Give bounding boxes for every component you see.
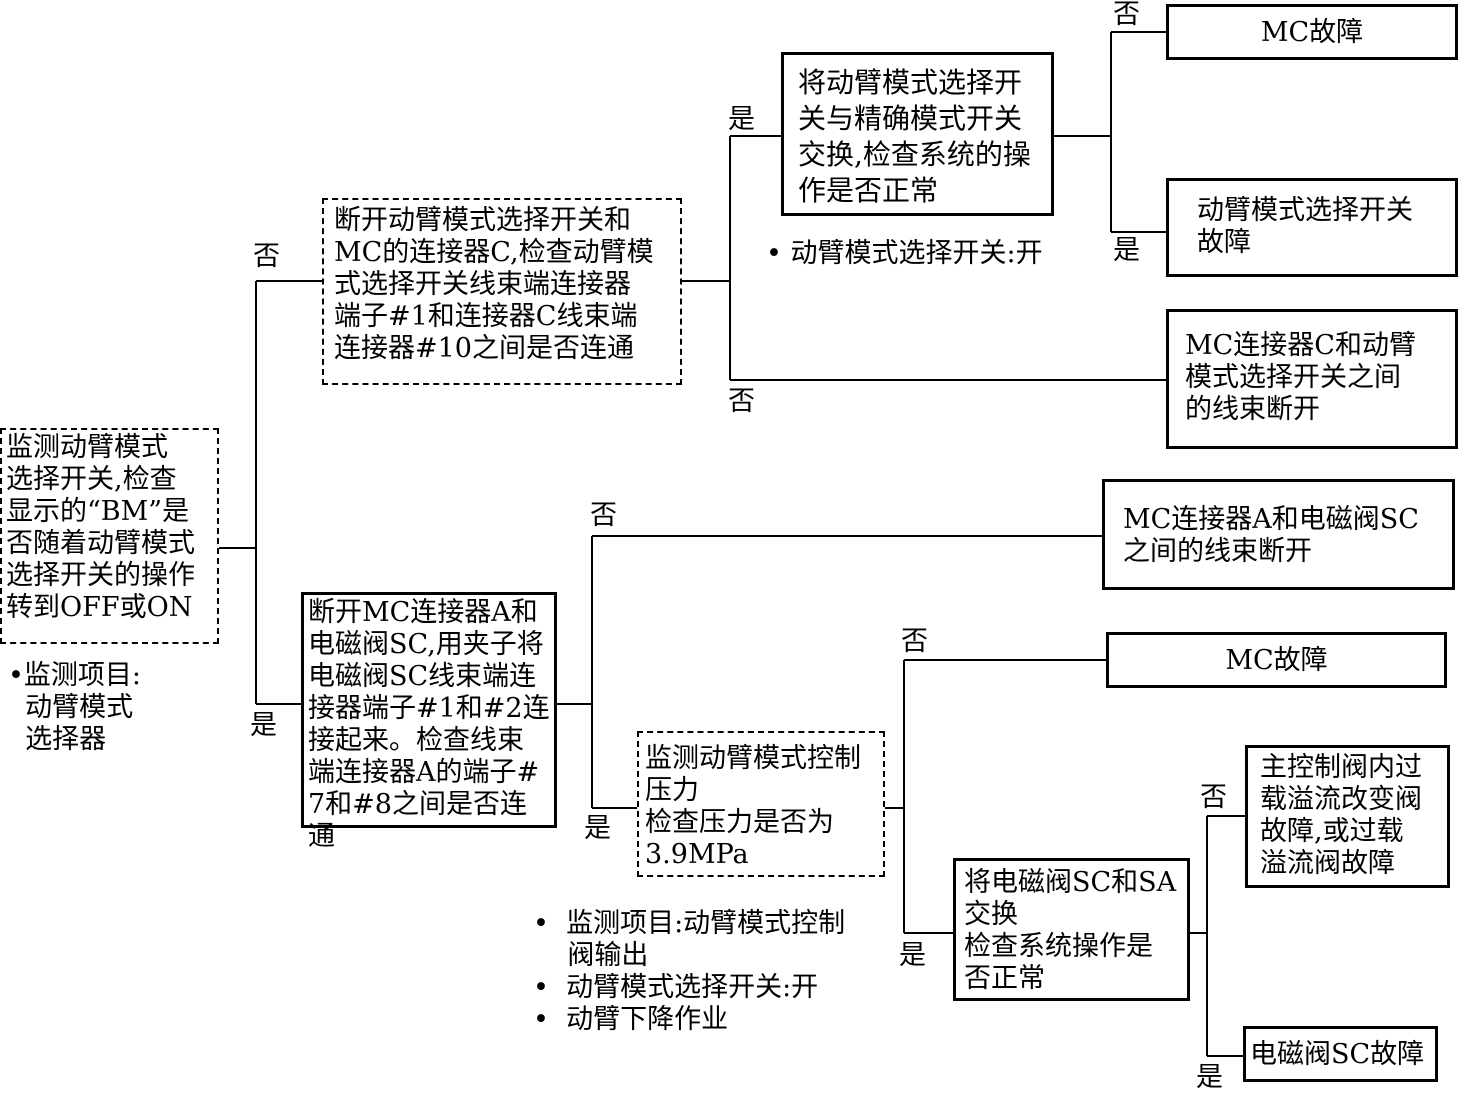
branch-label-yes: 是 [728, 104, 755, 135]
mc-fault-box-2: MC故障 [1106, 632, 1447, 688]
branch-label-no: 否 [253, 241, 280, 272]
branch-label-no: 否 [901, 626, 928, 657]
switch-on-note: • 动臂模式选择开关:开 [766, 238, 1043, 269]
branch-label-yes: 是 [584, 813, 611, 844]
overload-valve-fault-box: 主控制阀内过 载溢流改变阀 故障,或过载 溢流阀故障 [1245, 745, 1450, 888]
branch-label-no: 否 [1200, 782, 1227, 813]
branch-label-yes: 是 [1196, 1062, 1223, 1093]
branch-label-yes: 是 [899, 940, 926, 971]
branch-label-no: 否 [1113, 0, 1140, 30]
branch-label-yes: 是 [250, 710, 277, 741]
mc-fault-box-1: MC故障 [1166, 4, 1458, 60]
harness-c-break-box: MC连接器C和动臂 模式选择开关之间 的线束断开 [1166, 309, 1458, 449]
monitor-pressure-box: 监测动臂模式控制 压力 检查压力是否为 3.9MPa [637, 731, 885, 877]
solenoid-valve-sc-fault-box: 电磁阀SC故障 [1243, 1026, 1438, 1082]
root-check-box: 监测动臂模式 选择开关,检查 显示的“BM”是 否随着动臂模式 选择开关的操作 … [0, 428, 219, 644]
swap-valve-box: 将电磁阀SC和SA 交换 检查系统操作是 否正常 [953, 858, 1190, 1001]
branch-label-no: 否 [590, 500, 617, 531]
branch-label-yes: 是 [1113, 235, 1140, 266]
branch-label-no: 否 [728, 386, 755, 417]
pressure-monitor-note: • 监测项目:动臂模式控制 阀输出 • 动臂模式选择开关:开 • 动臂下降作业 [533, 908, 846, 1035]
swap-switch-box: 将动臂模式选择开 关与精确模式开关 交换,检查系统的操 作是否正常 [781, 52, 1054, 216]
disconnect-connector-c-box: 断开动臂模式选择开关和 MC的连接器C,检查动臂模 式选择开关线束端连接器 端子… [322, 198, 682, 385]
harness-a-break-box: MC连接器A和电磁阀SC 之间的线束断开 [1102, 479, 1455, 590]
root-monitor-note: •监测项目: 动臂模式 选择器 [8, 660, 142, 755]
switch-fault-box: 动臂模式选择开关 故障 [1166, 178, 1458, 277]
disconnect-connector-a-box: 断开MC连接器A和 电磁阀SC,用夹子将 电磁阀SC线束端连 接器端子#1和#2… [301, 592, 557, 852]
